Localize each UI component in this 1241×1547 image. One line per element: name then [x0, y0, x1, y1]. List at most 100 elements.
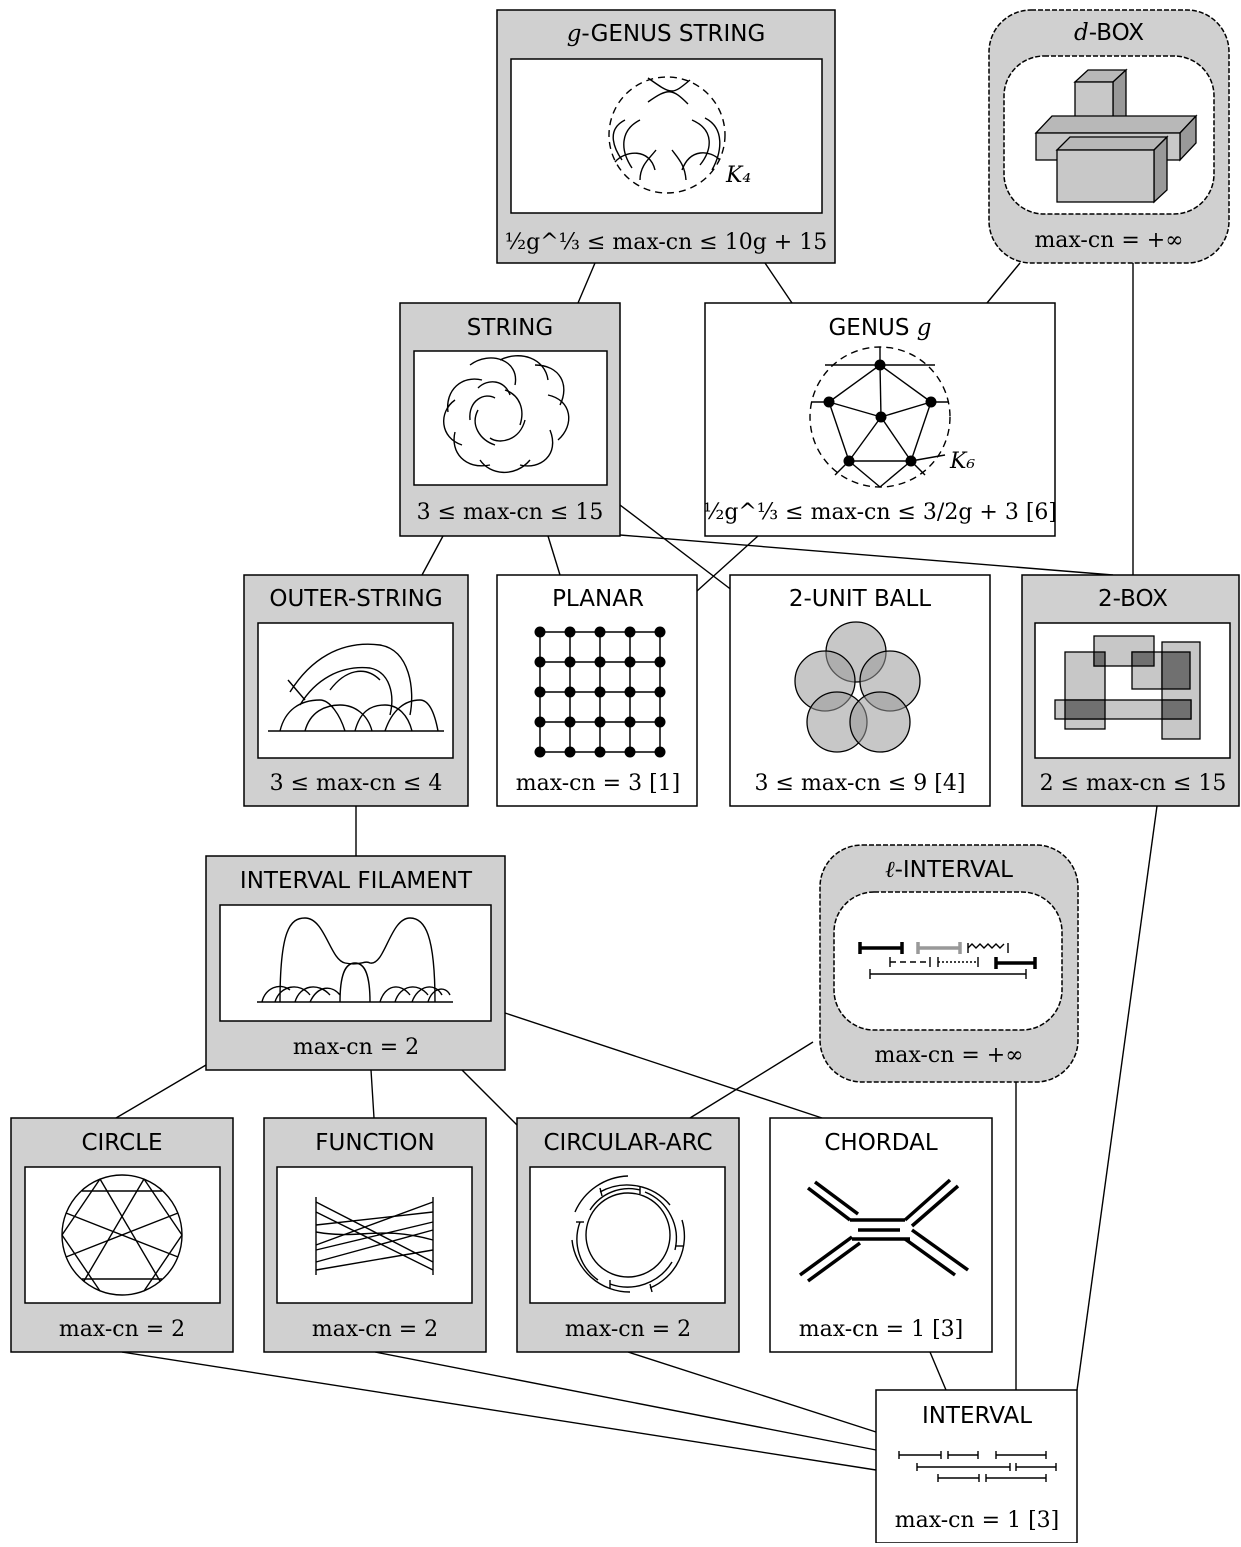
node-bound-circular-arc: max-cn = 2	[565, 1317, 691, 1342]
node-title-interval: INTERVAL	[922, 1403, 1032, 1429]
grid-vertex	[594, 716, 606, 728]
node-title-unit-ball: 2-UNIT BALL	[789, 586, 931, 612]
node-chordal: CHORDAL max-cn = 1 [3]	[769, 1117, 993, 1353]
node-l-interval: ℓ-INTERVAL max-cn = +∞	[819, 844, 1079, 1083]
node-unit-ball: 2-UNIT BALL 3 ≤ max-cn ≤ 9 [4]	[729, 574, 991, 807]
node-title-genus-string: g-GENUS STRING	[567, 21, 766, 47]
figure-unit-balls	[794, 621, 921, 753]
figure-string-curves	[442, 355, 570, 474]
node-bound-genus: ½g^⅓ ≤ max-cn ≤ 3/2g + 3 [6]	[703, 500, 1057, 525]
figure-l-intervals	[858, 942, 1037, 979]
figure-function-curves	[315, 1197, 434, 1275]
grid-vertex	[654, 656, 666, 668]
edge-function-to-interval	[374, 1351, 877, 1451]
grid-vertex	[594, 626, 606, 638]
node-title-chordal: CHORDAL	[824, 1130, 937, 1156]
node-bound-2-box: 2 ≤ max-cn ≤ 15	[1040, 771, 1227, 796]
grid-vertex	[654, 716, 666, 728]
node-interval: INTERVAL max-cn = 1 [3]	[875, 1389, 1078, 1544]
node-bound-interval: max-cn = 1 [3]	[895, 1508, 1060, 1533]
k6-label: K₆	[949, 449, 975, 474]
node-bound-circle: max-cn = 2	[59, 1317, 185, 1342]
edge-d-box-to-genus	[986, 262, 1021, 304]
grid-vertex	[654, 746, 666, 758]
node-outer-string: OUTER-STRING 3 ≤ max-cn ≤ 4	[243, 574, 469, 807]
grid-vertex	[594, 746, 606, 758]
grid-vertex	[624, 686, 636, 698]
edge-string-to-outer-string	[421, 535, 444, 576]
node-title-circular-arc: CIRCULAR-ARC	[543, 1130, 712, 1156]
node-title-interval-filament: INTERVAL FILAMENT	[240, 868, 473, 894]
edge-chordal-to-interval	[929, 1351, 947, 1391]
node-bound-string: 3 ≤ max-cn ≤ 15	[417, 500, 604, 525]
edge-interval-filament-to-circle	[115, 1064, 207, 1119]
k4-label: K₄	[725, 163, 751, 188]
node-title-d-box: d-BOX	[1074, 20, 1144, 46]
node-title-l-interval: ℓ-INTERVAL	[885, 857, 1013, 883]
grid-vertex	[564, 656, 576, 668]
grid-vertex	[624, 656, 636, 668]
node-title-string: STRING	[467, 315, 553, 341]
grid-vertex	[624, 746, 636, 758]
edge-genus-string-to-genus	[764, 262, 793, 304]
figure-interval-filament	[257, 917, 453, 1003]
grid-vertex	[534, 716, 546, 728]
node-title-function: FUNCTION	[315, 1130, 434, 1156]
grid-vertex	[534, 656, 546, 668]
edge-l-interval-to-circular-arc	[689, 1041, 814, 1119]
node-bound-function: max-cn = 2	[312, 1317, 438, 1342]
node-bound-d-box: max-cn = +∞	[1034, 228, 1183, 253]
node-bound-unit-ball: 3 ≤ max-cn ≤ 9 [4]	[755, 771, 966, 796]
node-2-box: 2-BOX 2 ≤ max-cn ≤ 15	[1021, 574, 1240, 807]
grid-vertex	[624, 716, 636, 728]
node-title-2-box: 2-BOX	[1098, 586, 1168, 612]
grid-vertex	[564, 686, 576, 698]
edge-2-box-to-interval	[1076, 805, 1158, 1391]
figure-2d-boxes	[1054, 635, 1201, 740]
node-title-genus: GENUS g	[828, 315, 931, 341]
grid-vertex	[594, 686, 606, 698]
edge-string-to-planar	[547, 535, 561, 576]
edge-genus-to-planar	[696, 535, 759, 592]
grid-vertex	[534, 746, 546, 758]
node-string: STRING 3 ≤ max-cn ≤ 15	[399, 302, 621, 537]
grid-vertex	[654, 626, 666, 638]
node-planar: PLANAR max-cn = 3 [1]	[496, 574, 698, 807]
node-bound-genus-string: ½g^⅓ ≤ max-cn ≤ 10g + 15	[505, 230, 827, 255]
figure-intervals	[898, 1451, 1057, 1482]
figure-k4-string	[608, 76, 726, 194]
figure-planar-grid	[534, 626, 666, 758]
edge-interval-filament-to-circular-arc	[461, 1069, 518, 1126]
edge-string-to-unit-ball	[619, 504, 734, 592]
node-title-outer-string: OUTER-STRING	[269, 586, 442, 612]
node-genus-string: g-GENUS STRING K₄ ½g^⅓ ≤ max-cn ≤ 10g + …	[496, 9, 836, 264]
grid-vertex	[564, 746, 576, 758]
edge-genus-string-to-string	[577, 262, 596, 304]
node-bound-interval-filament: max-cn = 2	[293, 1035, 419, 1060]
node-d-box: d-BOX max-cn = +∞	[988, 9, 1230, 264]
node-circle: CIRCLE max-cn = 2	[10, 1117, 234, 1353]
edge-interval-filament-to-function	[370, 1069, 375, 1119]
node-circular-arc: CIRCULAR-ARC max-cn = 2	[516, 1117, 740, 1353]
grid-vertex	[564, 626, 576, 638]
edges	[115, 262, 1158, 1471]
grid-vertex	[564, 716, 576, 728]
edge-circle-to-interval	[121, 1351, 877, 1471]
figure-circular-arcs	[571, 1175, 686, 1293]
node-title-circle: CIRCLE	[81, 1130, 162, 1156]
figure-chordal-tree	[798, 1178, 970, 1283]
node-bound-planar: max-cn = 3 [1]	[516, 771, 681, 796]
grid-vertex	[654, 686, 666, 698]
edge-interval-filament-to-chordal	[504, 1012, 823, 1119]
node-bound-l-interval: max-cn = +∞	[874, 1043, 1023, 1068]
grid-vertex	[594, 656, 606, 668]
edge-circular-arc-to-interval	[627, 1351, 877, 1433]
figure-outer-string	[268, 643, 444, 732]
figure-3d-boxes	[1034, 68, 1198, 204]
grid-vertex	[534, 626, 546, 638]
node-bound-outer-string: 3 ≤ max-cn ≤ 4	[270, 771, 443, 796]
node-bound-chordal: max-cn = 1 [3]	[799, 1317, 964, 1342]
node-genus: GENUS g K₆ ½g^⅓ ≤ max-cn ≤ 3/2	[703, 302, 1057, 537]
